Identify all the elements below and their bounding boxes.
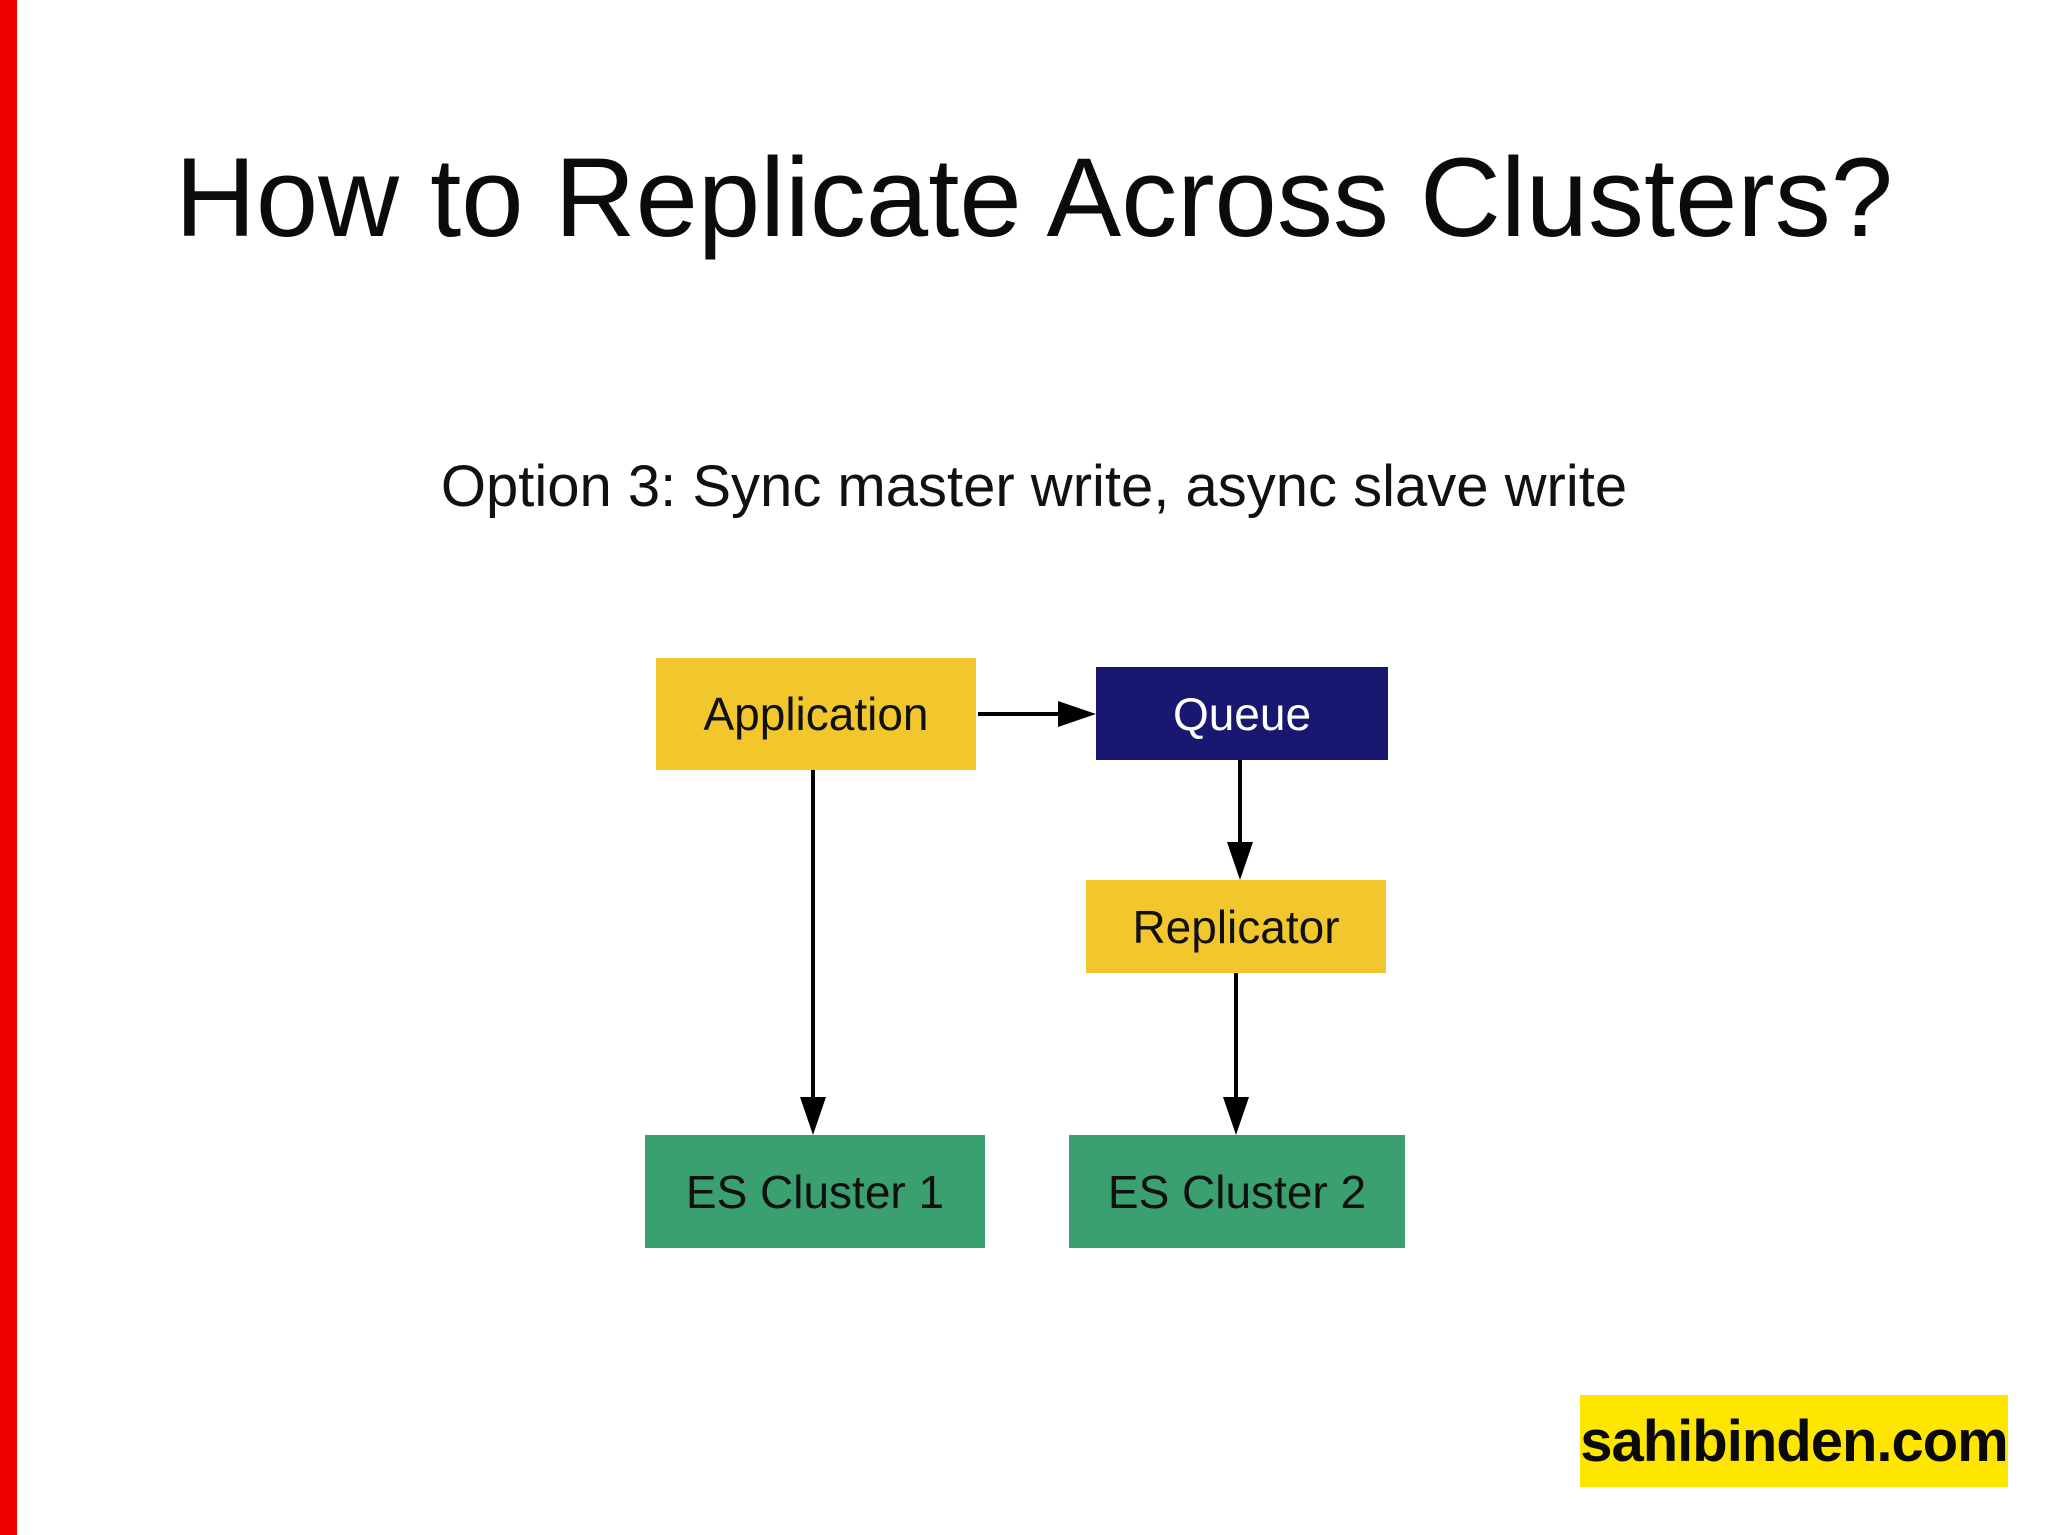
arrow-application-to-queue-line bbox=[978, 712, 1060, 716]
brand-logo: sahibinden.com bbox=[1580, 1395, 2009, 1487]
arrow-replicator-to-es-cluster-2-line bbox=[1234, 973, 1238, 1099]
node-es-cluster-1: ES Cluster 1 bbox=[645, 1135, 985, 1248]
slide-title: How to Replicate Across Clusters? bbox=[174, 135, 1893, 260]
slide-subtitle: Option 3: Sync master write, async slave… bbox=[440, 454, 1628, 519]
left-accent-bar bbox=[0, 0, 17, 1535]
arrow-application-to-es-cluster-1-line bbox=[811, 770, 815, 1099]
node-application: Application bbox=[656, 658, 976, 770]
arrow-application-to-es-cluster-1-head-icon bbox=[800, 1097, 826, 1135]
node-es-cluster-2: ES Cluster 2 bbox=[1069, 1135, 1405, 1248]
node-queue: Queue bbox=[1096, 667, 1388, 760]
node-replicator: Replicator bbox=[1086, 880, 1386, 973]
arrow-queue-to-replicator-line bbox=[1238, 760, 1242, 844]
arrow-replicator-to-es-cluster-2-head-icon bbox=[1223, 1097, 1249, 1135]
arrow-queue-to-replicator-head-icon bbox=[1227, 842, 1253, 880]
arrow-application-to-queue-head-icon bbox=[1058, 701, 1096, 727]
